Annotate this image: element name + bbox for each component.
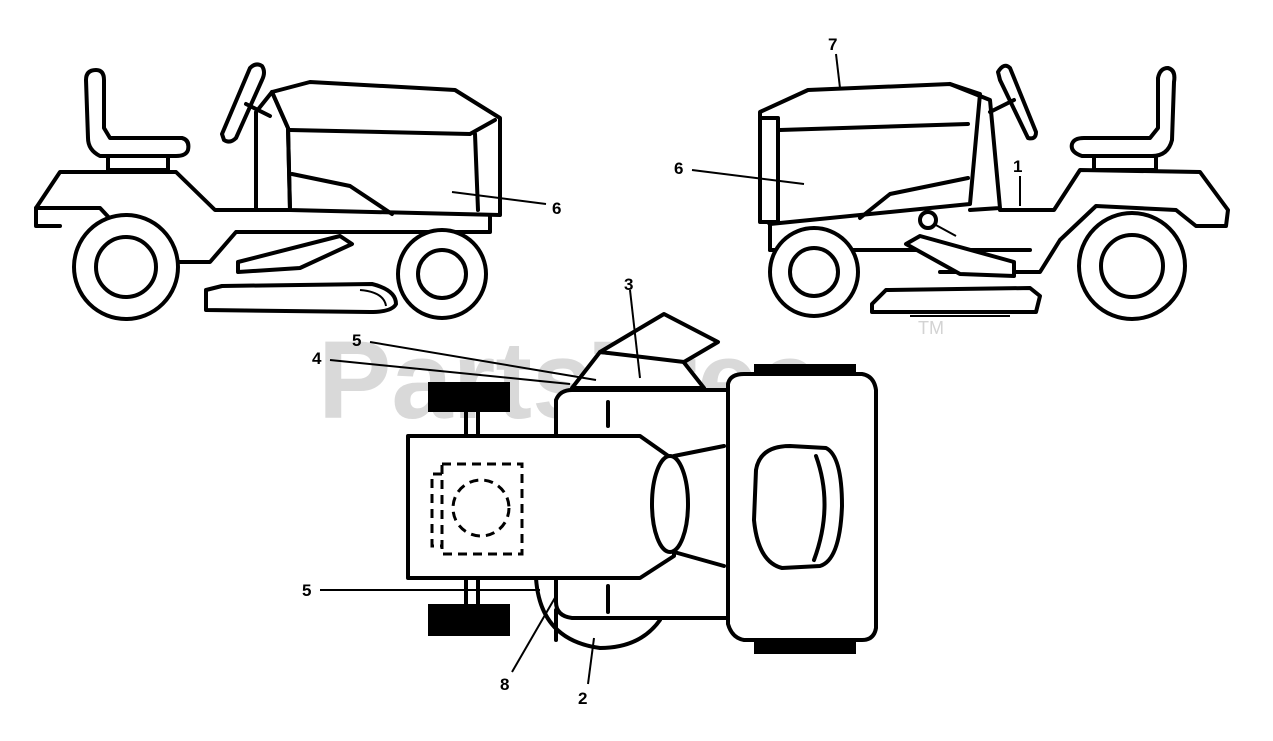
callout-6-right: 6	[674, 159, 683, 178]
callout-6-left: 6	[552, 199, 561, 218]
callout-7: 7	[828, 35, 837, 54]
callout-8: 8	[500, 675, 509, 694]
callout-4: 4	[312, 349, 322, 368]
tractor-left-side-view	[34, 62, 547, 321]
rear-tire-bottom	[428, 604, 510, 636]
rear-tire-top	[428, 382, 510, 412]
callout-1: 1	[1013, 157, 1022, 176]
callout-5-top: 5	[352, 331, 361, 350]
watermark-trademark: TM	[918, 318, 944, 338]
tractor-top-view	[320, 289, 878, 685]
tractor-right-side-view	[691, 53, 1230, 321]
callout-5-bottom: 5	[302, 581, 311, 600]
callout-2: 2	[578, 689, 587, 708]
callout-3: 3	[624, 275, 633, 294]
